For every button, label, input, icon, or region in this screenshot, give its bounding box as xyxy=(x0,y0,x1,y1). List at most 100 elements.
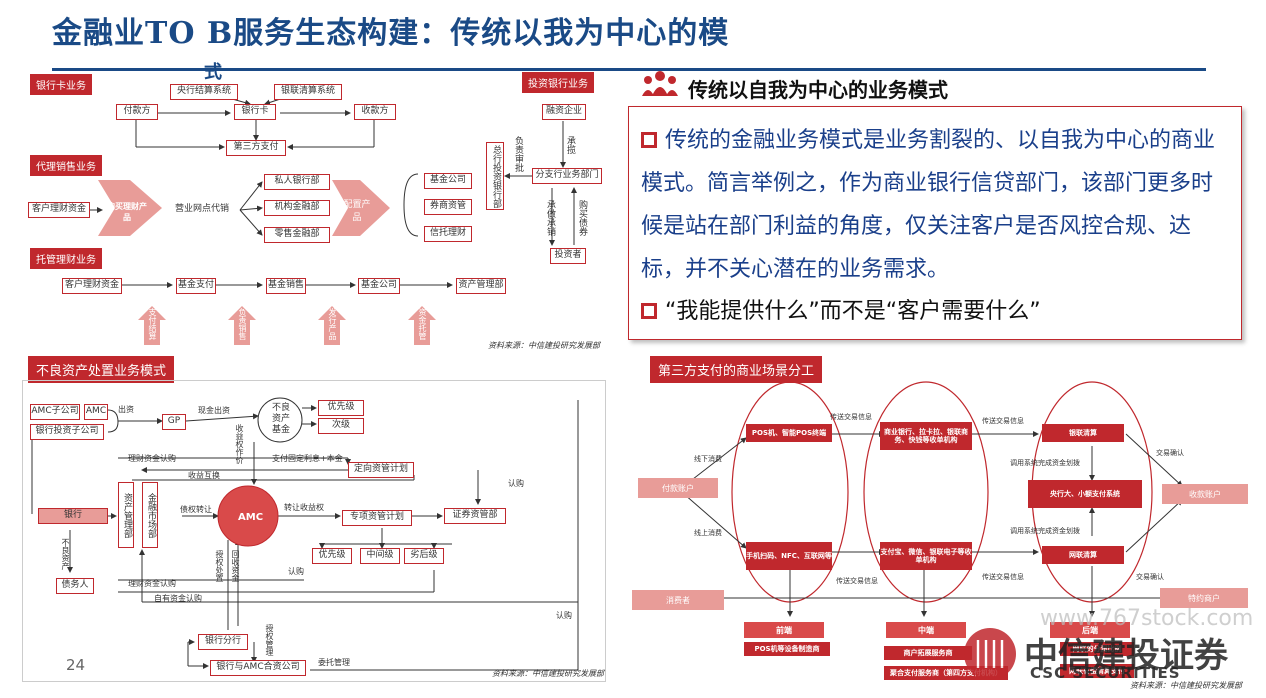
header-third-party: 第三方支付的商业场景分工 xyxy=(650,356,823,383)
box-central-bank: 央行结算系统 xyxy=(170,84,238,100)
box-private-banking: 私人银行部 xyxy=(264,174,330,190)
label-confirm-1: 交易确认 xyxy=(1156,449,1184,457)
label-chenglan: 承揽 xyxy=(565,136,575,154)
label-shouyi: 收益权作价 xyxy=(235,424,244,464)
box-institutional: 机构金融部 xyxy=(264,200,330,216)
label-pay: 支付固定利息+本金 xyxy=(272,454,343,463)
up-label-3: 发行产品 xyxy=(328,308,337,340)
bottom-left-connectors xyxy=(31,397,579,671)
label-entrust: 委托管理 xyxy=(318,658,350,667)
fund-label: 不良资产基金 xyxy=(271,403,290,435)
box-sub: 劣后级 xyxy=(404,548,444,564)
box-financing-co: 融资企业 xyxy=(542,104,586,120)
label-licai-1: 理财资金认购 xyxy=(128,454,176,463)
people-icon xyxy=(642,71,678,96)
label-fuze: 负责审批 xyxy=(513,136,523,172)
title-overflow: 式 xyxy=(204,62,222,83)
label-auth-mgmt: 授权管理 xyxy=(265,624,274,656)
label-self: 自有资金认购 xyxy=(154,594,202,603)
box-b-fund-sale: 基金销售 xyxy=(266,278,306,294)
box-payer: 付款方 xyxy=(116,104,158,120)
label-rengou-1: 认购 xyxy=(508,479,524,488)
box-branch: 银行分行 xyxy=(198,634,248,650)
source-br: 资料来源：中信建投研究发展部 xyxy=(1130,681,1242,690)
arrow-config-label: 配置产品 xyxy=(343,200,371,223)
label-online: 线上消费 xyxy=(694,529,722,537)
node-pos: POS机、智能POS终端 xyxy=(746,424,832,442)
box-third-party: 第三方支付 xyxy=(226,140,286,156)
watermark: www.767stock.com xyxy=(1040,606,1254,631)
box-jv: 银行与AMC合资公司 xyxy=(210,660,306,676)
node-consumer: 消费者 xyxy=(632,590,724,610)
bullet-square-icon xyxy=(641,132,657,148)
header-bank-card: 银行卡业务 xyxy=(30,74,92,95)
node-payer-account: 付款账户 xyxy=(638,478,718,498)
header-custody: 托管理财业务 xyxy=(30,248,102,269)
box-branch-agency: 营业网点代销 xyxy=(166,202,238,218)
node-payee-account: 收款账户 xyxy=(1162,484,1248,504)
label-trans-1: 传送交易信息 xyxy=(830,413,872,421)
box-broker-am: 券商资管 xyxy=(424,199,472,215)
label-offline: 线下消费 xyxy=(694,455,722,463)
box-fm-dept: 金融市场部 xyxy=(142,482,158,548)
node-merchant-service: 商户拓展服务商 xyxy=(884,646,972,660)
box-directed: 定向资管计划 xyxy=(348,462,414,478)
amc-center-label: AMC xyxy=(238,512,264,523)
top-left-connectors xyxy=(90,90,577,345)
source-bl: 资料来源：中信建投研究发展部 xyxy=(492,669,604,678)
box-branch-dept: 分支行业务部门 xyxy=(532,168,602,184)
box-amc-sub: AMC子公司 xyxy=(30,404,80,420)
node-mid: 中端 xyxy=(886,622,966,638)
quote-para-2: “我能提供什么”而不是“客户需要什么” xyxy=(641,293,1229,325)
label-trans-3: 传送交易信息 xyxy=(836,577,878,585)
node-wl-share: 网联的分润比例 xyxy=(1060,642,1134,656)
up-label-1: 支付结算 xyxy=(148,308,157,340)
label-npl: 不良资产 xyxy=(61,538,70,570)
box-sec-am: 证券资管部 xyxy=(444,508,506,524)
label-cash: 现金出资 xyxy=(198,406,230,415)
box-b-fund-co: 基金公司 xyxy=(358,278,400,294)
arrow-buy-label: 购买理财产品 xyxy=(107,202,147,222)
label-trans-2: 传送交易信息 xyxy=(982,417,1024,425)
node-unionpay: 银联清算 xyxy=(1042,424,1124,442)
box-gp: GP xyxy=(162,414,186,430)
bl-frame xyxy=(22,380,606,682)
label-swap: 收益互换 xyxy=(188,471,220,480)
node-back: 后端 xyxy=(1050,622,1130,638)
label-confirm-2: 交易确认 xyxy=(1136,573,1164,581)
box-b-fund-pay: 基金支付 xyxy=(176,278,216,294)
box-am-dept: 资产管理部 xyxy=(118,482,134,548)
box-amc: AMC xyxy=(84,404,108,420)
box-hq-ib: 总行投资银行部 xyxy=(486,142,504,210)
label-licai-2: 理财资金认购 xyxy=(128,579,176,588)
box-debtor: 债务人 xyxy=(56,578,94,594)
box-junior: 次级 xyxy=(318,418,364,434)
box-unionpay: 银联清算系统 xyxy=(274,84,342,100)
label-recover: 回收资金 xyxy=(231,550,240,582)
header-ib: 投资银行业务 xyxy=(522,72,594,93)
box-client-funds: 客户理财资金 xyxy=(28,202,90,218)
box-bank: 银行 xyxy=(38,508,108,524)
logo-en: CSC SECURITIES xyxy=(1030,664,1181,682)
box-special: 专项资管计划 xyxy=(342,510,412,526)
header-npl: 不良资产处置业务模式 xyxy=(28,356,175,383)
box-retail: 零售金融部 xyxy=(264,227,330,243)
node-netsunion: 网联清算 xyxy=(1042,546,1124,564)
box-investor: 投资者 xyxy=(550,248,586,264)
box-payee: 收款方 xyxy=(354,104,396,120)
label-rengou-3: 认购 xyxy=(556,611,572,620)
node-front: 前端 xyxy=(744,622,824,638)
quote-box: 传统的金融业务模式是业务割裂的、以自我为中心的商业模式。简言举例之，作为商业银行… xyxy=(628,106,1242,340)
page-number: 24 xyxy=(66,656,86,674)
node-pbc: 央行大、小额支付系统 xyxy=(1028,480,1142,508)
node-acquirers: 商业银行、拉卡拉、银联商务、快钱等收单机构 xyxy=(880,422,972,450)
label-goumai: 购买债券 xyxy=(577,200,587,236)
bullet-square-icon xyxy=(641,303,657,319)
box-senior-2: 优先级 xyxy=(312,548,352,564)
title-underline xyxy=(52,68,1206,71)
label-call-1: 调用系统完成资金划拨 xyxy=(1010,459,1080,467)
node-wl-pay: 网联有偿清算支付 xyxy=(1060,664,1134,678)
label-auth-dispose: 授权处置 xyxy=(215,550,224,582)
node-merchant: 特约商户 xyxy=(1160,588,1248,608)
box-mezz: 中间级 xyxy=(360,548,400,564)
